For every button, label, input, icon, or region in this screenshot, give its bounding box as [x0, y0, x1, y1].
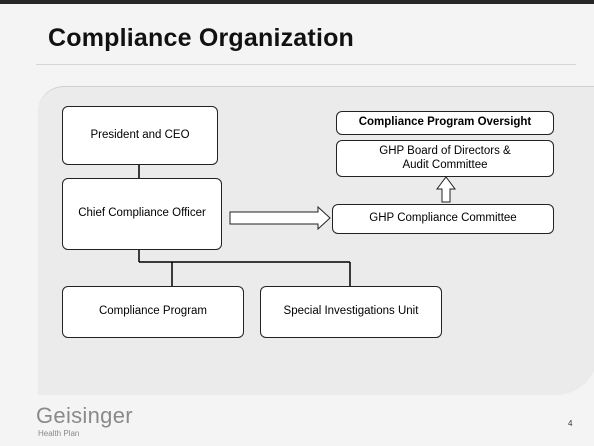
oversight-heading-box: Compliance Program Oversight: [336, 111, 554, 135]
page-number: 4: [568, 419, 573, 428]
geisinger-logo: Geisinger: [36, 403, 133, 428]
president-ceo-label: President and CEO: [90, 128, 190, 141]
compliance-committee-label: GHP Compliance Committee: [369, 212, 517, 225]
arrow-up-icon: [436, 176, 456, 203]
compliance-committee-box: GHP Compliance Committee: [332, 204, 554, 234]
special-investigations-unit-label: Special Investigations Unit: [283, 305, 419, 318]
compliance-program-box: Compliance Program: [62, 286, 244, 338]
president-ceo-box: President and CEO: [62, 106, 218, 165]
compliance-program-label: Compliance Program: [98, 305, 207, 318]
title-divider: [36, 64, 576, 65]
health-plan-logo-subtitle: Health Plan: [38, 429, 80, 438]
special-investigations-unit-box: Special Investigations Unit: [260, 286, 442, 338]
board-of-directors-line2: Audit Committee: [402, 158, 488, 171]
top-rule: [0, 0, 594, 4]
chief-compliance-officer-box: Chief Compliance Officer: [62, 178, 222, 250]
board-of-directors-line1: GHP Board of Directors &: [379, 145, 511, 158]
oversight-heading-label: Compliance Program Oversight: [358, 116, 532, 129]
slide-title: Compliance Organization: [48, 24, 355, 52]
chief-compliance-officer-label: Chief Compliance Officer: [78, 207, 206, 220]
board-of-directors-box: GHP Board of Directors & Audit Committee: [336, 140, 554, 177]
arrow-right-icon: [229, 205, 331, 231]
